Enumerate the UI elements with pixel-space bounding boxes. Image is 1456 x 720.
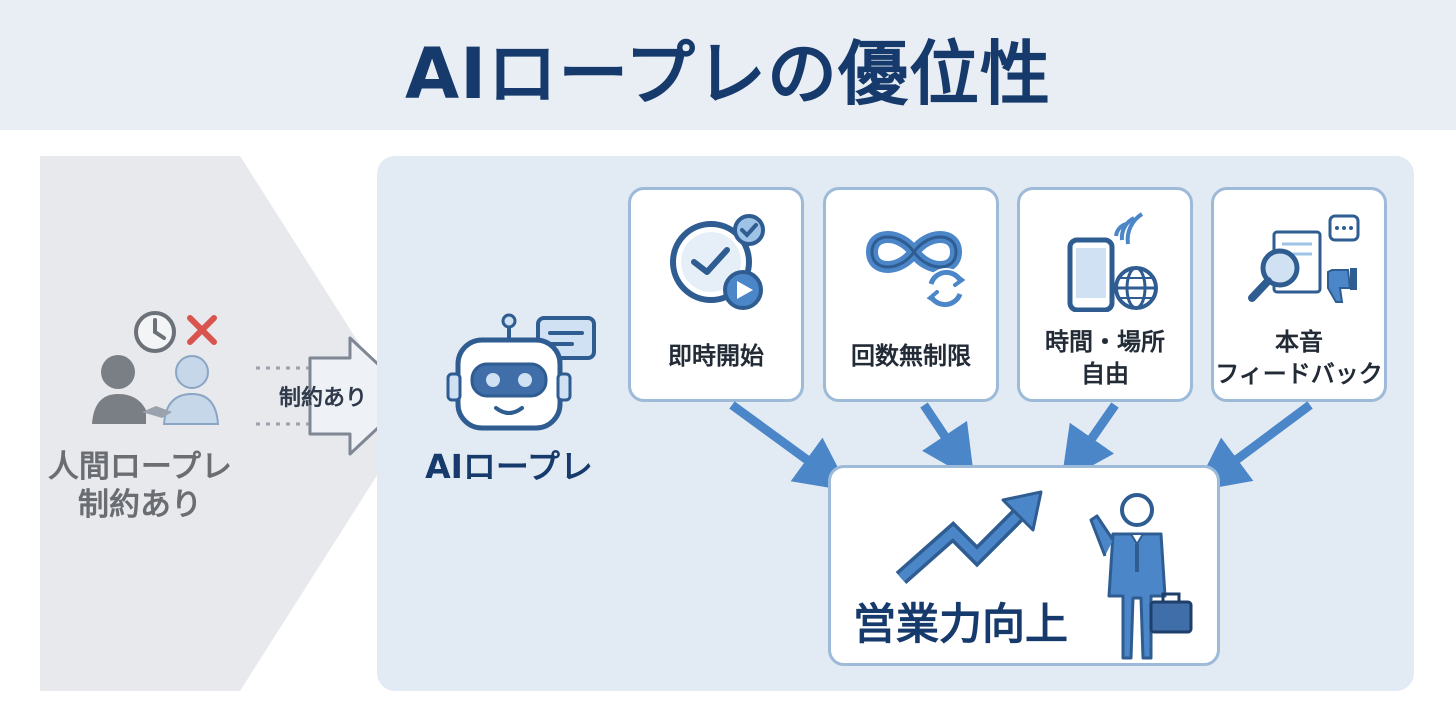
arrow-from-honest-feedback bbox=[1193, 401, 1313, 492]
feature-card-honest-feedback: 本音 フィードバック bbox=[1211, 187, 1387, 402]
page-title: AIロープレの優位性 bbox=[404, 33, 1052, 115]
human-roleplay-label-line2: 制約あり bbox=[78, 487, 202, 523]
feature-label-line2: フィードバック bbox=[1215, 360, 1383, 388]
feature-label-line2: 自由 bbox=[1081, 360, 1129, 388]
magnifier-doc-thumbsdown-icon bbox=[1248, 214, 1360, 303]
feature-label-line1: 即時開始 bbox=[668, 342, 764, 370]
human-roleplay-label: 人間ロープレ 制約あり bbox=[40, 448, 240, 524]
header-band bbox=[0, 0, 1456, 130]
feature-label-instant-start: 即時開始 bbox=[631, 340, 801, 372]
person-gray-icon bbox=[92, 355, 146, 424]
feature-label-line1: 回数無制限 bbox=[851, 342, 971, 370]
trend-up-arrow-icon bbox=[895, 490, 1043, 584]
infinity-refresh-icon bbox=[865, 231, 966, 308]
robot-icon bbox=[446, 313, 572, 431]
robot-chat-icon bbox=[446, 313, 596, 431]
arrow-from-instant-start bbox=[729, 401, 851, 492]
arrow-from-anytime-anywhere bbox=[1061, 402, 1119, 483]
red-x-icon bbox=[187, 315, 217, 345]
phone-globe-icon bbox=[1067, 212, 1158, 312]
arrow-from-unlimited bbox=[920, 402, 975, 481]
clock-check-play-icon bbox=[670, 214, 765, 310]
result-box: 営業力向上 bbox=[828, 465, 1220, 666]
feature-label-honest-feedback: 本音 フィードバック bbox=[1214, 326, 1384, 390]
clock-icon bbox=[134, 311, 176, 353]
feature-card-anytime-anywhere: 時間・場所 自由 bbox=[1017, 187, 1193, 402]
businessman-icon bbox=[1089, 493, 1193, 660]
person-blue-icon bbox=[162, 355, 220, 425]
ai-roleplay-label: AIロープレ bbox=[425, 447, 593, 486]
feature-card-unlimited: 回数無制限 bbox=[823, 187, 999, 402]
handshake-icon bbox=[142, 406, 172, 418]
feature-label-anytime-anywhere: 時間・場所 自由 bbox=[1020, 326, 1190, 390]
feature-label-line1: 時間・場所 bbox=[1045, 328, 1165, 356]
result-label: 営業力向上 bbox=[853, 600, 1068, 650]
feature-label-line1: 本音 bbox=[1275, 328, 1323, 356]
human-meeting-icon bbox=[92, 311, 220, 425]
human-roleplay-label-line1: 人間ロープレ bbox=[47, 449, 233, 485]
feature-label-unlimited: 回数無制限 bbox=[826, 340, 996, 372]
feature-card-instant-start: 即時開始 bbox=[628, 187, 804, 402]
constraint-label: 制約あり bbox=[278, 386, 367, 411]
